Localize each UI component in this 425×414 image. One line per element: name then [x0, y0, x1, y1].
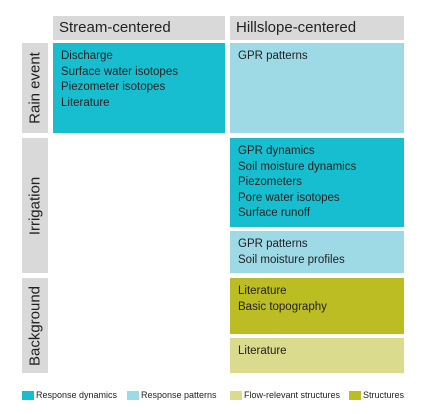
cell-line: Pore water isotopes	[238, 191, 340, 204]
legend-label-response-dynamics: Response dynamics	[36, 390, 118, 400]
cell-line: Discharge	[61, 50, 113, 62]
legend-item-response-dynamics: Response dynamics	[22, 388, 117, 402]
column-header-stream-label: Stream-centered	[59, 19, 171, 36]
cell-line: Piezometers	[238, 176, 302, 188]
cell-line: Literature	[238, 345, 287, 357]
row-label-irrigation: Irrigation	[22, 138, 48, 273]
cell-line: Literature	[238, 285, 287, 297]
legend-label-flow-relevant-structures: Flow-relevant structures	[244, 390, 341, 400]
cell-line: GPR dynamics	[238, 145, 315, 157]
legend-swatch-flow-relevant-structures	[230, 390, 242, 400]
cell-line: Literature	[61, 96, 110, 109]
cell-line: Soil moisture profiles	[238, 253, 345, 266]
cell-rain-hillslope: GPR patterns	[230, 43, 404, 133]
row-label-background: Background	[22, 278, 48, 373]
row-label-irrigation-text: Irrigation	[26, 176, 44, 235]
row-label-rain-event: Rain event	[22, 43, 48, 133]
column-header-hillslope-label: Hillslope-centered	[236, 19, 357, 36]
legend-swatch-response-dynamics	[22, 390, 34, 400]
column-header-hillslope: Hillslope-centered	[230, 16, 404, 40]
cell-line: Piezometer isotopes	[61, 81, 166, 93]
row-label-rain-event-text: Rain event	[26, 52, 44, 124]
legend-label-structures: Structures	[363, 390, 405, 400]
cell-line: Surface runoff	[238, 207, 311, 219]
cell-background-hillslope-flow: Literature	[230, 338, 404, 373]
cell-line: GPR patterns	[238, 238, 308, 250]
cell-line: Soil moisture dynamics	[238, 160, 357, 173]
row-label-background-text: Background	[26, 285, 44, 366]
legend-swatch-response-patterns	[127, 390, 139, 400]
legend-item-structures: Structures	[349, 388, 404, 402]
legend-item-flow-relevant-structures: Flow-relevant structures	[230, 388, 340, 402]
cell-line: Surface water isotopes	[61, 65, 178, 78]
column-header-stream: Stream-centered	[53, 16, 225, 40]
cell-line: GPR patterns	[238, 50, 308, 62]
legend-label-response-patterns: Response patterns	[141, 390, 217, 400]
legend-item-response-patterns: Response patterns	[127, 388, 217, 402]
legend-swatch-structures	[349, 390, 361, 400]
cell-line: Basic topography	[238, 300, 327, 313]
